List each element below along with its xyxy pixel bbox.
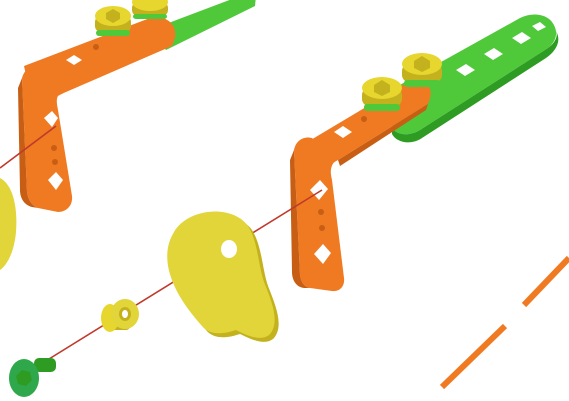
yellow-spacer-bushing — [101, 299, 139, 332]
left-leg-dot-1 — [51, 145, 57, 151]
left-screw-2 — [132, 0, 168, 19]
guide-dash-1 — [442, 326, 505, 387]
left-arm-dot — [93, 44, 99, 50]
cam-plate-hole — [221, 240, 237, 258]
left-screw-1 — [95, 6, 131, 36]
left-leg-dot-2 — [52, 159, 58, 165]
bracket-leg-dot-2 — [319, 225, 325, 231]
bracket-leg-dot-1 — [318, 209, 324, 215]
guide-dashes — [442, 258, 569, 387]
yellow-cam-plate — [167, 212, 278, 342]
socket-screw-2 — [402, 53, 442, 87]
green-hex-screw — [9, 358, 56, 397]
bracket-arm-dot — [361, 116, 367, 122]
guide-dash-2 — [524, 258, 569, 305]
left-cam-plate — [0, 178, 16, 270]
socket-screw-1 — [362, 77, 402, 111]
